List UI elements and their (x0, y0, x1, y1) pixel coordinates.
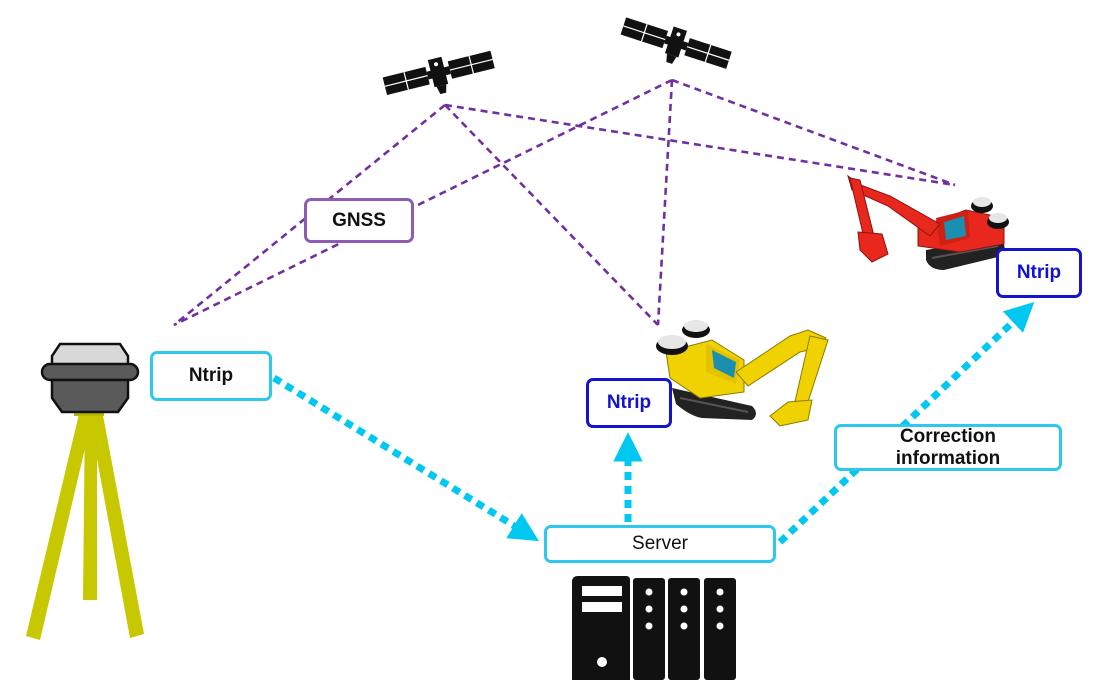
correction-information-label: Correction information (834, 424, 1062, 471)
gnss-link-sat2-red (671, 78, 956, 187)
ntrip-label-yellow-excavator: Ntrip (586, 378, 672, 428)
satellite-icon (382, 50, 495, 96)
gnss-label: GNSS (304, 198, 414, 243)
gnss-link-sat1-red (444, 103, 956, 187)
satellite-icon (620, 17, 732, 69)
red-excavator-icon (847, 174, 1009, 270)
gnss-link-sat2-base (173, 78, 673, 327)
gnss-base-receiver-icon (40, 342, 140, 414)
server-label: Server (544, 525, 776, 563)
gnss-links (173, 78, 956, 327)
tripod-icon (26, 404, 144, 640)
yellow-excavator-icon (656, 320, 829, 427)
link-base-to-server (272, 375, 540, 542)
server-rack-icon (572, 576, 736, 680)
correction-label-line2: information (895, 447, 1001, 469)
gnss-link-sat1-yellow (444, 104, 659, 326)
gnss-link-sat2-yellow (656, 79, 674, 326)
ntrip-label-red-excavator: Ntrip (996, 248, 1082, 298)
ntrip-label-base: Ntrip (150, 351, 272, 401)
correction-label-line1: Correction (899, 425, 997, 447)
